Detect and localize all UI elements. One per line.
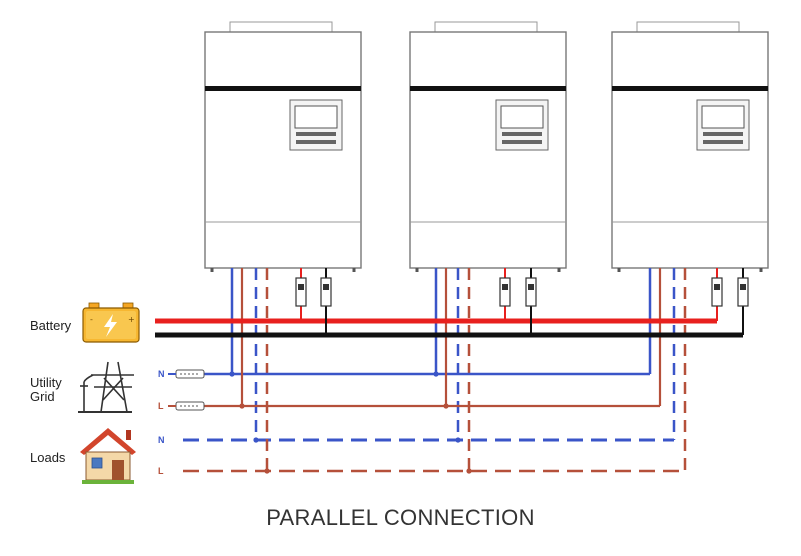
utility-grid-label-line2: Grid <box>30 389 55 404</box>
load-wiring <box>183 268 687 473</box>
battery-label: Battery <box>30 318 72 333</box>
utility-grid-label-line1: Utility <box>30 375 62 390</box>
grid-neutral-label: N <box>158 369 165 379</box>
loads-label: Loads <box>30 450 66 465</box>
grid-line-label: L <box>158 401 164 411</box>
battery-wiring <box>155 268 749 338</box>
grid-wiring <box>175 268 662 474</box>
inverter-unit-3-icon <box>611 21 769 272</box>
battery-icon: - + <box>82 302 140 343</box>
diagram-caption: PARALLEL CONNECTION <box>266 505 535 530</box>
inverter-unit-2-icon <box>409 21 567 272</box>
load-neutral-label: N <box>158 435 165 445</box>
house-icon <box>80 428 136 484</box>
svg-text:+: + <box>128 315 135 324</box>
inverter-unit-1-icon <box>204 21 362 272</box>
load-line-label: L <box>158 466 164 476</box>
power-pylon-icon <box>78 361 134 413</box>
utility-grid-label: Utility Grid <box>30 376 62 404</box>
svg-text:-: - <box>90 315 93 324</box>
